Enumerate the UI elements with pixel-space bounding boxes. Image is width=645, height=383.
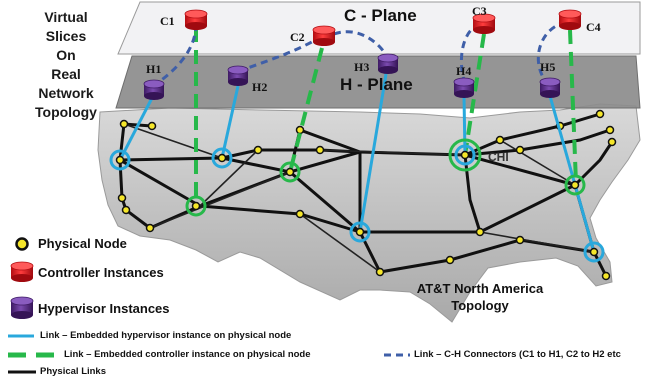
physical-links-thin [123,123,595,273]
physical-node [515,145,525,155]
side-text-line: Topology [35,104,97,120]
controller-c4-icon [558,9,582,30]
h-plane-label: H - Plane [340,75,413,94]
att-title-line: Topology [451,298,509,313]
hypervisor-h1-icon [143,79,165,100]
legend-hypervisor-instances: Hypervisor Instances [38,301,170,316]
physical-node [119,119,129,129]
hypervisor-link-h5 [548,95,596,253]
controller-label-c2: C2 [290,30,305,44]
controller-links [194,28,578,206]
physical-node [445,255,455,265]
controller-label-c4: C4 [586,20,601,34]
physical-node [295,209,305,219]
controller-host-rings [185,138,586,217]
physical-node [315,145,325,155]
physical-node [605,125,615,135]
physical-node [147,121,157,131]
physical-node [375,267,385,277]
controller-label-c3: C3 [472,4,487,18]
physical-node [121,205,131,215]
physical-node [117,193,127,203]
chi-label: CHI [488,150,509,164]
legend-link-hypervisor: Link – Embedded hypervisor instance on p… [40,330,292,341]
side-text-line: Virtual [44,9,88,25]
controller-c2-icon [312,25,336,46]
hypervisor-label-h5: H5 [540,60,556,74]
c-plane-label: C - Plane [344,6,417,25]
hypervisor-label-h3: H3 [354,60,370,74]
att-title-line: AT&T North America [416,281,544,296]
physical-nodes [117,109,617,281]
hypervisor-h4-icon [453,77,475,98]
legend-physical-node-icon [15,237,29,251]
hypervisor-host-rings [109,144,605,263]
hypervisor-h5-icon [539,77,561,98]
hypervisor-link-h2 [220,85,240,159]
hypervisor-h3-icon [377,53,399,74]
legend-physical-node: Physical Node [38,236,127,251]
controller-c1-icon [184,9,208,30]
controller-label-c1: C1 [160,14,175,28]
hypervisor-label-h4: H4 [456,64,472,78]
physical-node [495,135,505,145]
att-topology-title: AT&T North America Topology [400,280,560,314]
physical-node [145,223,155,233]
c-plane [117,1,641,55]
hypervisor-h2-icon [227,65,249,86]
legend-hypervisor-icon [10,296,34,319]
controller-c3-icon [472,13,496,34]
legend-controller-instances: Controller Instances [38,265,164,280]
side-text-line: On [56,47,76,63]
physical-node [295,125,305,135]
hypervisor-label-h2: H2 [252,80,268,94]
physical-node [515,235,525,245]
controller-link-c4 [568,29,578,184]
ch-connector-c4-h5 [536,20,567,83]
side-text-line: Real [51,66,81,82]
host-node-dots [115,150,599,257]
physical-node [595,109,605,119]
side-text-line: Slices [45,28,87,44]
side-text-line: Network [38,85,94,101]
ch-connector-c1-h1 [155,23,198,86]
hypervisor-link-h3 [358,73,388,233]
legend-link-ch: Link – C-H Connectors (C1 to H1, C2 to H… [414,349,621,360]
hypervisor-label-h1: H1 [146,62,162,76]
legend-controller-icon [10,261,34,282]
physical-node [253,145,263,155]
ch-connector-c2-h3 [333,30,390,59]
hypervisor-links [118,73,596,253]
physical-node [607,137,617,147]
ch-connector-c2-h2 [241,34,323,72]
side-description: Virtual Slices On Real Network Topology [18,8,114,122]
legend-physical-links: Physical Links [40,366,107,377]
controller-cylinders [184,9,582,46]
legend-link-controller: Link – Embedded controller instance on p… [64,349,311,360]
hypervisor-link-h1 [118,97,154,161]
physical-node [601,271,611,281]
hypervisor-cylinders [143,53,561,100]
legend-symbols [8,237,410,374]
physical-node [475,227,485,237]
